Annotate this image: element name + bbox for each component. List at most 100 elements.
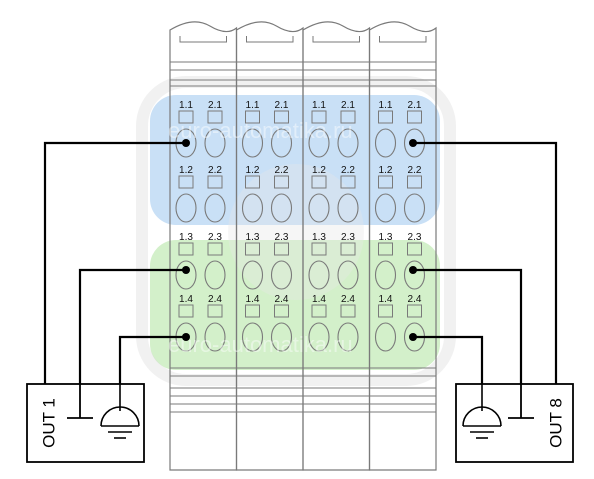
terminal-clamp-hole [241,128,264,158]
terminal-label: 2.2 [208,165,222,176]
module-housing [169,21,238,471]
module-top-bracket [179,36,227,43]
terminal-clamp-hole [374,260,397,290]
terminal-release-square [245,304,260,318]
terminal-label: 1.2 [246,165,260,176]
terminal-release-square [311,242,327,256]
terminal-clamp-hole [175,193,197,223]
connection-dot [182,333,190,341]
terminal-release-square [178,242,194,256]
terminal-release-square [207,175,223,189]
terminal-release-square [178,175,194,189]
terminal-label: 1.3 [379,232,393,243]
wire-out8-ground [413,268,523,384]
terminal-release-square [378,304,393,318]
terminal-clamp-hole [204,128,226,158]
module-top-bracket [246,36,294,43]
terminal-release-square [311,110,327,124]
terminal-clamp-hole [308,128,330,158]
watermark-logo [136,76,456,386]
ground-icon [67,384,93,419]
terminal-label: 2.3 [275,232,289,243]
terminal-clamp-hole [270,128,293,158]
terminal-clamp-hole [270,260,293,290]
terminal-release-square [178,304,194,318]
lower-color-band [150,240,440,370]
terminal-label: 2.4 [408,294,422,305]
shield-ground-icon [462,384,502,439]
terminal-release-square [245,175,260,189]
device-out1-label: OUT 1 [39,398,58,448]
terminal-label: 1.3 [312,232,326,243]
wires [43,141,558,384]
ground-icon [508,384,534,419]
device-out8: OUT 8 [455,383,574,463]
terminal-clamp-hole [204,260,226,290]
module-top-bracket [379,36,427,43]
terminal-label: 1.1 [179,100,193,111]
terminal-clamp-hole [308,260,330,290]
terminal-label: 2.4 [208,294,222,305]
terminal-label: 2.4 [275,294,289,305]
terminal-label: 2.1 [208,100,222,111]
device-out1: OUT 1 [26,383,145,463]
terminal-label: 2.1 [341,100,355,111]
terminal-label: 1.4 [246,294,260,305]
watermark-text-top: euro-automatika.ru [168,118,353,143]
wire-out8-shield [413,335,484,384]
module-housing [235,21,304,471]
terminal-release-square [274,110,289,124]
terminal-clamp-hole [337,260,359,290]
upper-color-band [150,95,440,225]
terminal-release-square [178,110,194,124]
module-housing [302,21,371,471]
connection-dot [409,266,417,274]
terminal-clamp-hole [374,193,397,223]
terminal-release-square [340,110,356,124]
terminal-release-square [407,175,422,189]
module-top-bracket [312,36,360,43]
connection-dot [182,139,190,147]
wire-out1-signal [43,141,186,384]
terminal-label: 2.4 [341,294,355,305]
terminal-label: 1.1 [246,100,260,111]
terminal-clamp-hole [337,193,359,223]
terminal-clamp-hole [270,322,293,352]
terminal-clamp-hole [241,322,264,352]
terminal-label: 2.1 [408,100,422,111]
terminal-release-square [245,110,260,124]
terminal-label: 2.3 [408,232,422,243]
terminal-clamp-hole [241,193,264,223]
terminal-clamp-hole [308,322,330,352]
terminal-label: 2.3 [341,232,355,243]
connection-dot [182,266,190,274]
terminal-label: 1.2 [312,165,326,176]
terminal-clamp-hole [241,260,264,290]
terminal-clamp-hole [308,193,330,223]
terminal-release-square [340,175,356,189]
connection-dots [182,139,417,341]
terminal-label: 2.1 [275,100,289,111]
terminal-clamp-hole [374,322,397,352]
terminal-clamp-hole [337,128,359,158]
connection-dot [409,139,417,147]
device-out8-label: OUT 8 [546,398,565,448]
terminal-release-square [340,242,356,256]
terminal-label: 1.4 [179,294,193,305]
terminal-label: 1.4 [312,294,326,305]
terminal-release-square [207,110,223,124]
shield-ground-icon [100,384,140,439]
wire-out1-shield [118,335,186,384]
terminal-clamp-hole [403,260,426,290]
terminal-release-square [311,175,327,189]
terminal-release-square [245,242,260,256]
terminal-release-square [407,304,422,318]
terminal-release-square [274,304,289,318]
terminal-release-square [274,242,289,256]
terminal-label: 1.4 [379,294,393,305]
terminal-release-square [207,304,223,318]
terminal-release-square [311,304,327,318]
terminal-label: 2.2 [275,165,289,176]
terminal-release-square [274,175,289,189]
